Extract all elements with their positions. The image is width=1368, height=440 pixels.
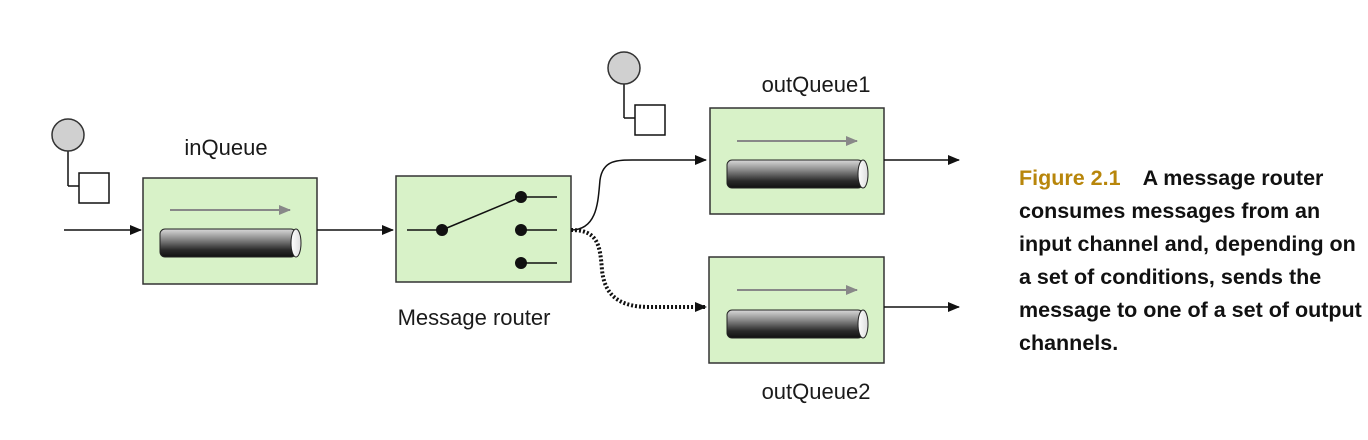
message-router-label: Message router (398, 305, 551, 330)
outqueue1-channel-box (709, 107, 885, 215)
inqueue-label: inQueue (184, 135, 267, 160)
outqueue1-endpoint-icon (607, 51, 666, 136)
route-to-outqueue2 (570, 228, 707, 312)
outqueue1-label: outQueue1 (762, 72, 871, 97)
inqueue-endpoint-icon (51, 118, 110, 204)
message-router-diagram: inQueue Message router outQueue1 (51, 51, 960, 404)
figure-number: Figure 2.1 (1019, 166, 1121, 190)
route-to-outqueue1 (570, 155, 707, 231)
inqueue-channel-box (142, 177, 318, 285)
message-router-box (395, 175, 572, 283)
figure-caption-text: A message router consumes messages from … (1019, 166, 1362, 355)
outqueue2-label: outQueue2 (762, 379, 871, 404)
outqueue2-channel-box (708, 256, 885, 364)
